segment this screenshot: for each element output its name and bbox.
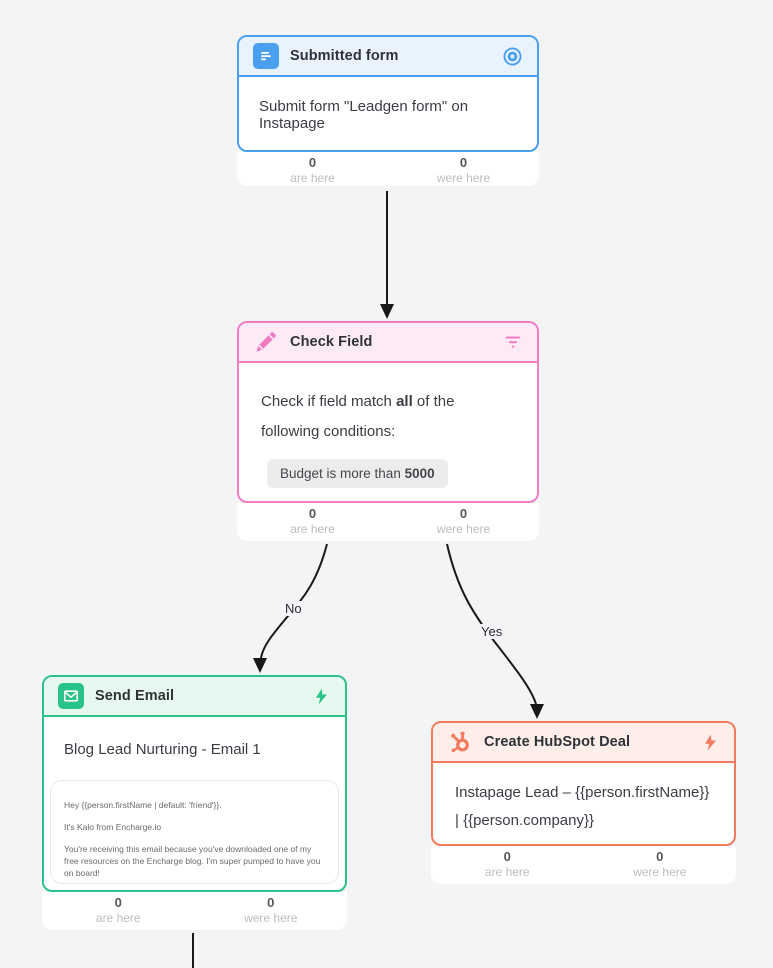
- submitted-form-header[interactable]: Submitted form: [239, 37, 537, 77]
- envelope-icon: [58, 683, 84, 709]
- edge-label-no: No: [282, 601, 305, 616]
- node-create-hubspot-deal[interactable]: Create HubSpot Deal Instapage Lead – {{p…: [431, 721, 736, 884]
- stat-are-here: 0 are here: [95, 895, 141, 925]
- node-body: Check if field match all of the followin…: [239, 363, 537, 489]
- email-preview-line: You're receiving this email because you'…: [64, 844, 321, 878]
- arrowhead-deal: [530, 704, 544, 719]
- stat-are-here: 0 are here: [290, 506, 335, 536]
- email-preview-line: It's Kalo from Encharge.io: [64, 822, 162, 832]
- target-icon[interactable]: [502, 46, 523, 67]
- stat-were-here: 0 were here: [436, 155, 491, 185]
- arrowhead-email: [253, 658, 267, 673]
- node-stats: 0 are here 0 were here: [42, 892, 347, 930]
- node-check-field[interactable]: Check Field Check if field match all of …: [237, 321, 539, 541]
- check-field-card[interactable]: Check Field Check if field match all of …: [237, 321, 539, 503]
- deal-name: Instapage Lead – {{person.firstName}} | …: [455, 784, 710, 829]
- node-stats: 0 are here 0 were here: [237, 503, 539, 541]
- node-stats: 0 are here 0 were here: [431, 846, 736, 884]
- hubspot-deal-header[interactable]: Create HubSpot Deal: [433, 723, 734, 763]
- hubspot-deal-card[interactable]: Create HubSpot Deal Instapage Lead – {{p…: [431, 721, 736, 846]
- condition-chip: Budget is more than 5000: [267, 459, 448, 488]
- node-title: Submitted form: [290, 48, 399, 64]
- filter-icon[interactable]: [503, 332, 523, 352]
- trigger-description: Submit form "Leadgen form" on Instapage: [259, 97, 469, 132]
- stat-were-here: 0 were here: [244, 895, 298, 925]
- node-title: Send Email: [95, 688, 175, 704]
- node-stats: 0 are here 0 were here: [237, 152, 539, 186]
- condition-text: Check if field match all of the followin…: [261, 393, 455, 440]
- check-field-header[interactable]: Check Field: [239, 323, 537, 363]
- stat-were-here: 0 were here: [436, 506, 491, 536]
- send-email-card[interactable]: Send Email Blog Lead Nurturing - Email 1…: [42, 675, 347, 892]
- form-lines-icon: [253, 43, 279, 69]
- stat-are-here: 0 are here: [484, 849, 530, 879]
- email-subject: Blog Lead Nurturing - Email 1: [64, 741, 261, 758]
- node-body: Submit form "Leadgen form" on Instapage: [239, 77, 537, 150]
- lightning-icon[interactable]: [312, 686, 331, 707]
- node-title: Create HubSpot Deal: [484, 734, 631, 750]
- node-body: Blog Lead Nurturing - Email 1 Hey {{pers…: [44, 717, 345, 884]
- node-send-email[interactable]: Send Email Blog Lead Nurturing - Email 1…: [42, 675, 347, 930]
- node-body: Instapage Lead – {{person.firstName}} | …: [433, 763, 734, 835]
- edge-label-yes: Yes: [478, 624, 506, 639]
- stat-are-here: 0 are here: [290, 155, 335, 185]
- node-title: Check Field: [290, 334, 373, 350]
- submitted-form-card[interactable]: Submitted form Submit form "Leadgen form…: [237, 35, 539, 152]
- stat-were-here: 0 were here: [633, 849, 687, 879]
- hubspot-sprocket-icon: [447, 729, 473, 755]
- email-preview-line: Hey {{person.firstName | default: 'frien…: [64, 800, 222, 810]
- node-submitted-form[interactable]: Submitted form Submit form "Leadgen form…: [237, 35, 539, 186]
- arrowhead-check: [380, 304, 394, 319]
- email-preview: Hey {{person.firstName | default: 'frien…: [50, 780, 339, 884]
- lightning-icon[interactable]: [701, 732, 720, 753]
- pencil-icon: [253, 329, 279, 355]
- send-email-header[interactable]: Send Email: [44, 677, 345, 717]
